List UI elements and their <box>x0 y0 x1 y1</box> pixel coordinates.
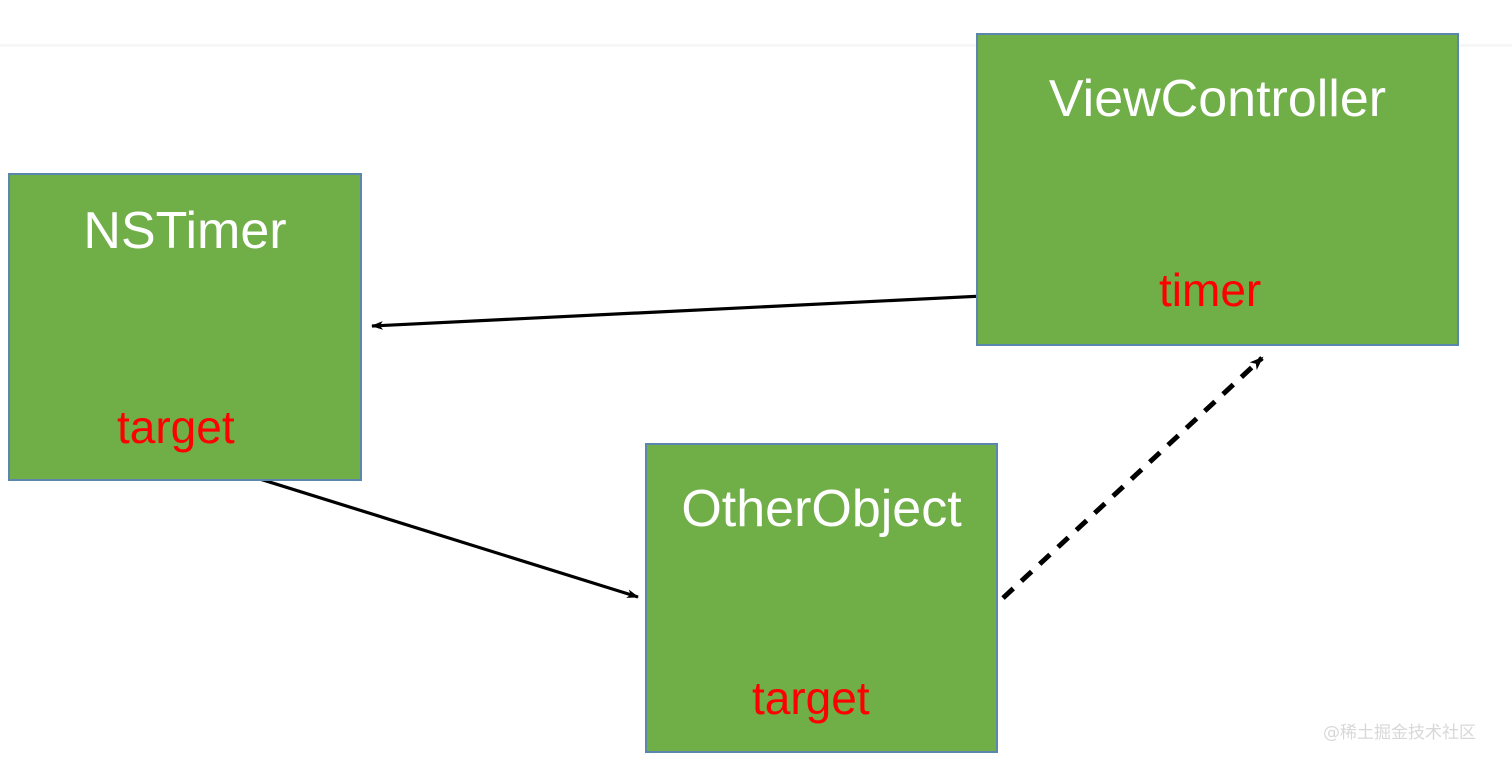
watermark: @稀土掘金技术社区 <box>1323 723 1476 743</box>
node-otherobject[interactable]: OtherObject target <box>645 443 998 753</box>
node-nstimer[interactable]: NSTimer target <box>8 173 362 481</box>
node-viewcontroller[interactable]: ViewController timer <box>976 33 1459 346</box>
node-viewcontroller-property-timer: timer <box>1159 264 1262 316</box>
node-viewcontroller-title: ViewController <box>1048 70 1387 128</box>
node-nstimer-property-target: target <box>117 401 235 453</box>
page-hairline-divider <box>0 44 1512 47</box>
node-nstimer-title: NSTimer <box>83 202 287 260</box>
node-otherobject-property-target: target <box>752 672 870 724</box>
node-otherobject-title: OtherObject <box>681 480 962 538</box>
